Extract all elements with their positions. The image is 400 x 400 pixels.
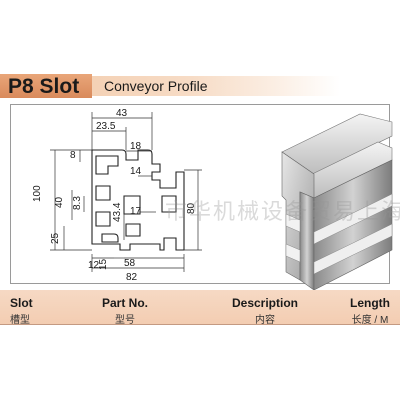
dim-43-4: 43.4: [112, 202, 123, 222]
dimension-lines: [50, 112, 202, 272]
dim-25: 25: [50, 232, 61, 244]
column-slot-label: Slot: [10, 296, 33, 310]
column-description-label-cn: 内容: [255, 315, 275, 326]
dim-12: 12: [88, 260, 100, 271]
column-length-label-cn: 长度 / M: [351, 315, 389, 326]
profile-subtitle: Conveyor Profile: [104, 78, 208, 94]
header-bar: [10, 76, 340, 96]
column-length: Length 长度 / M: [340, 290, 400, 326]
profile-cross-section: [91, 149, 185, 251]
column-slot-label-cn: 槽型: [10, 315, 30, 326]
dim-15: 15: [98, 258, 109, 270]
column-part-no: Part No. 型号: [90, 290, 160, 326]
dim-8-3: 8.3: [72, 196, 83, 210]
watermark-text: 市华机械设备贸易上海: [165, 200, 400, 225]
column-slot: Slot 槽型: [10, 290, 50, 326]
dim-14: 14: [130, 166, 142, 177]
dim-18: 18: [130, 141, 142, 152]
dim-58: 58: [124, 258, 136, 269]
dim-23-5: 23.5: [96, 121, 116, 132]
profile-3d-render: [281, 113, 393, 291]
dim-100: 100: [32, 185, 43, 202]
slot-title: P8 Slot: [8, 75, 80, 98]
header-title-block: P8 Slot: [0, 74, 92, 98]
table-divider: [0, 324, 400, 325]
dim-43: 43: [116, 108, 128, 119]
column-length-label: Length: [350, 296, 390, 310]
dim-82: 82: [126, 272, 138, 283]
column-part-no-label: Part No.: [101, 296, 148, 310]
column-description-label: Description: [231, 296, 298, 310]
table-header-row: Slot 槽型 Part No. 型号 Description 内容 Lengt…: [0, 290, 400, 326]
dim-8: 8: [70, 150, 76, 161]
section-header: P8 Slot Conveyor Profile: [0, 72, 400, 98]
column-part-no-label-cn: 型号: [115, 315, 135, 326]
dim-40: 40: [54, 196, 65, 208]
dim-17: 17: [130, 206, 142, 217]
column-description: Description 内容: [220, 290, 310, 326]
dim-80: 80: [186, 202, 197, 214]
dimension-labels: 43 23.5 8 18 14 100 40 8.3 43.4 17 25 12…: [32, 108, 197, 283]
